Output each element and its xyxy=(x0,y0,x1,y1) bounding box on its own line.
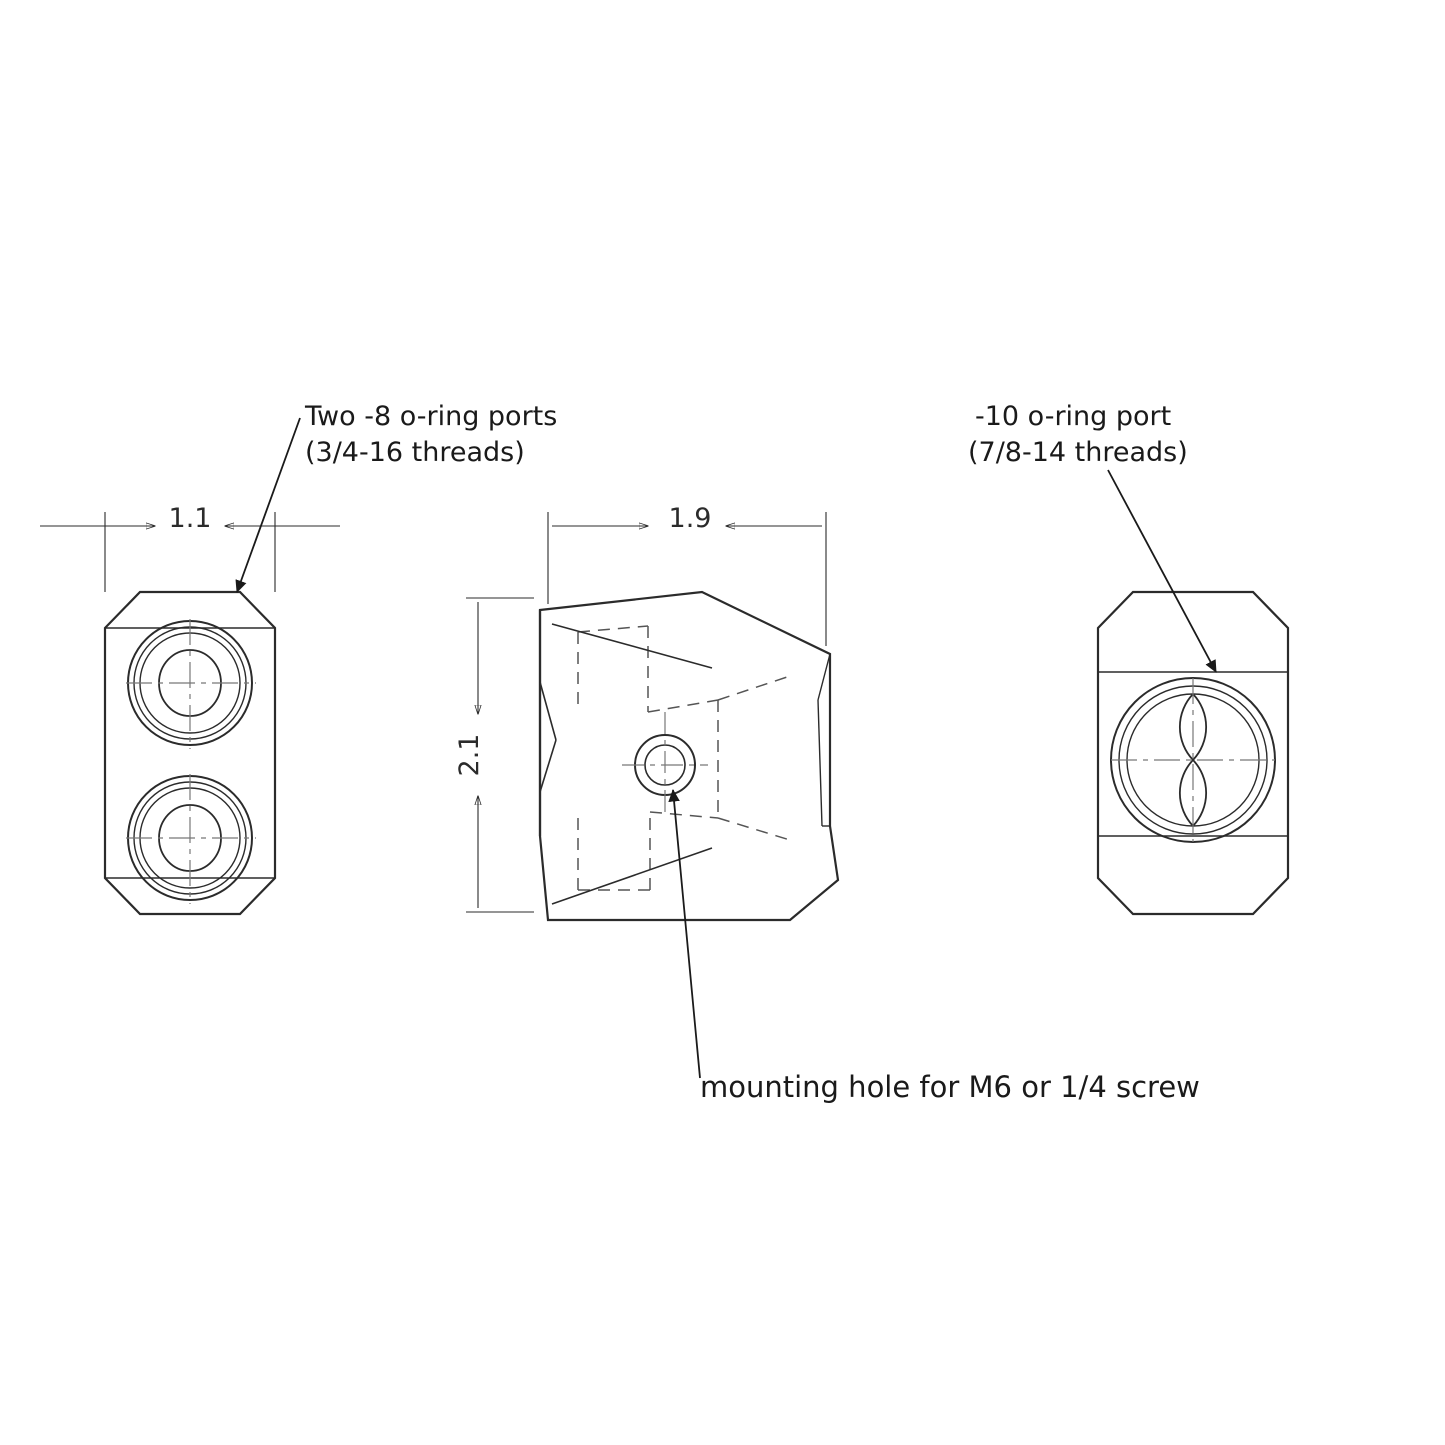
side-view-outline xyxy=(538,590,840,922)
note-ports-8: Two -8 o-ring ports (3/4-16 threads) xyxy=(304,401,557,468)
note-port-10: -10 o-ring port (7/8-14 threads) xyxy=(968,401,1188,468)
note-port-10-line1: -10 o-ring port xyxy=(975,401,1171,432)
leader-port-10 xyxy=(1107,469,1217,673)
side-view: 1.9 2.1 xyxy=(454,503,840,1079)
dimension-height-side: 2.1 xyxy=(454,597,534,913)
front-view-port-upper xyxy=(126,619,256,749)
note-port-10-line2: (7/8-14 threads) xyxy=(968,437,1188,468)
front-view-port-lower xyxy=(126,774,256,904)
rear-view xyxy=(1096,469,1290,916)
note-ports-8-line1: Two -8 o-ring ports xyxy=(304,401,557,432)
front-view: 1.1 xyxy=(40,417,340,916)
dimension-width-side: 1.9 xyxy=(547,503,827,646)
side-view-step-lower xyxy=(539,739,557,793)
rear-view-port-10 xyxy=(1110,677,1276,843)
side-view-mounting-hole xyxy=(622,712,708,818)
note-ports-8-line2: (3/4-16 threads) xyxy=(305,437,525,468)
dimension-width-front-value: 1.1 xyxy=(169,503,212,534)
leader-ports-8 xyxy=(235,417,301,593)
side-view-step-upper xyxy=(539,681,557,741)
dimension-height-side-value: 2.1 xyxy=(454,734,485,777)
note-mounting-hole: mounting hole for M6 or 1/4 screw xyxy=(700,1070,1200,1104)
note-mounting-hole-line1: mounting hole for M6 or 1/4 screw xyxy=(700,1070,1200,1104)
dimension-width-front: 1.1 xyxy=(40,503,340,592)
leader-mounting-hole xyxy=(668,788,701,1079)
dimension-width-side-value: 1.9 xyxy=(669,503,712,534)
